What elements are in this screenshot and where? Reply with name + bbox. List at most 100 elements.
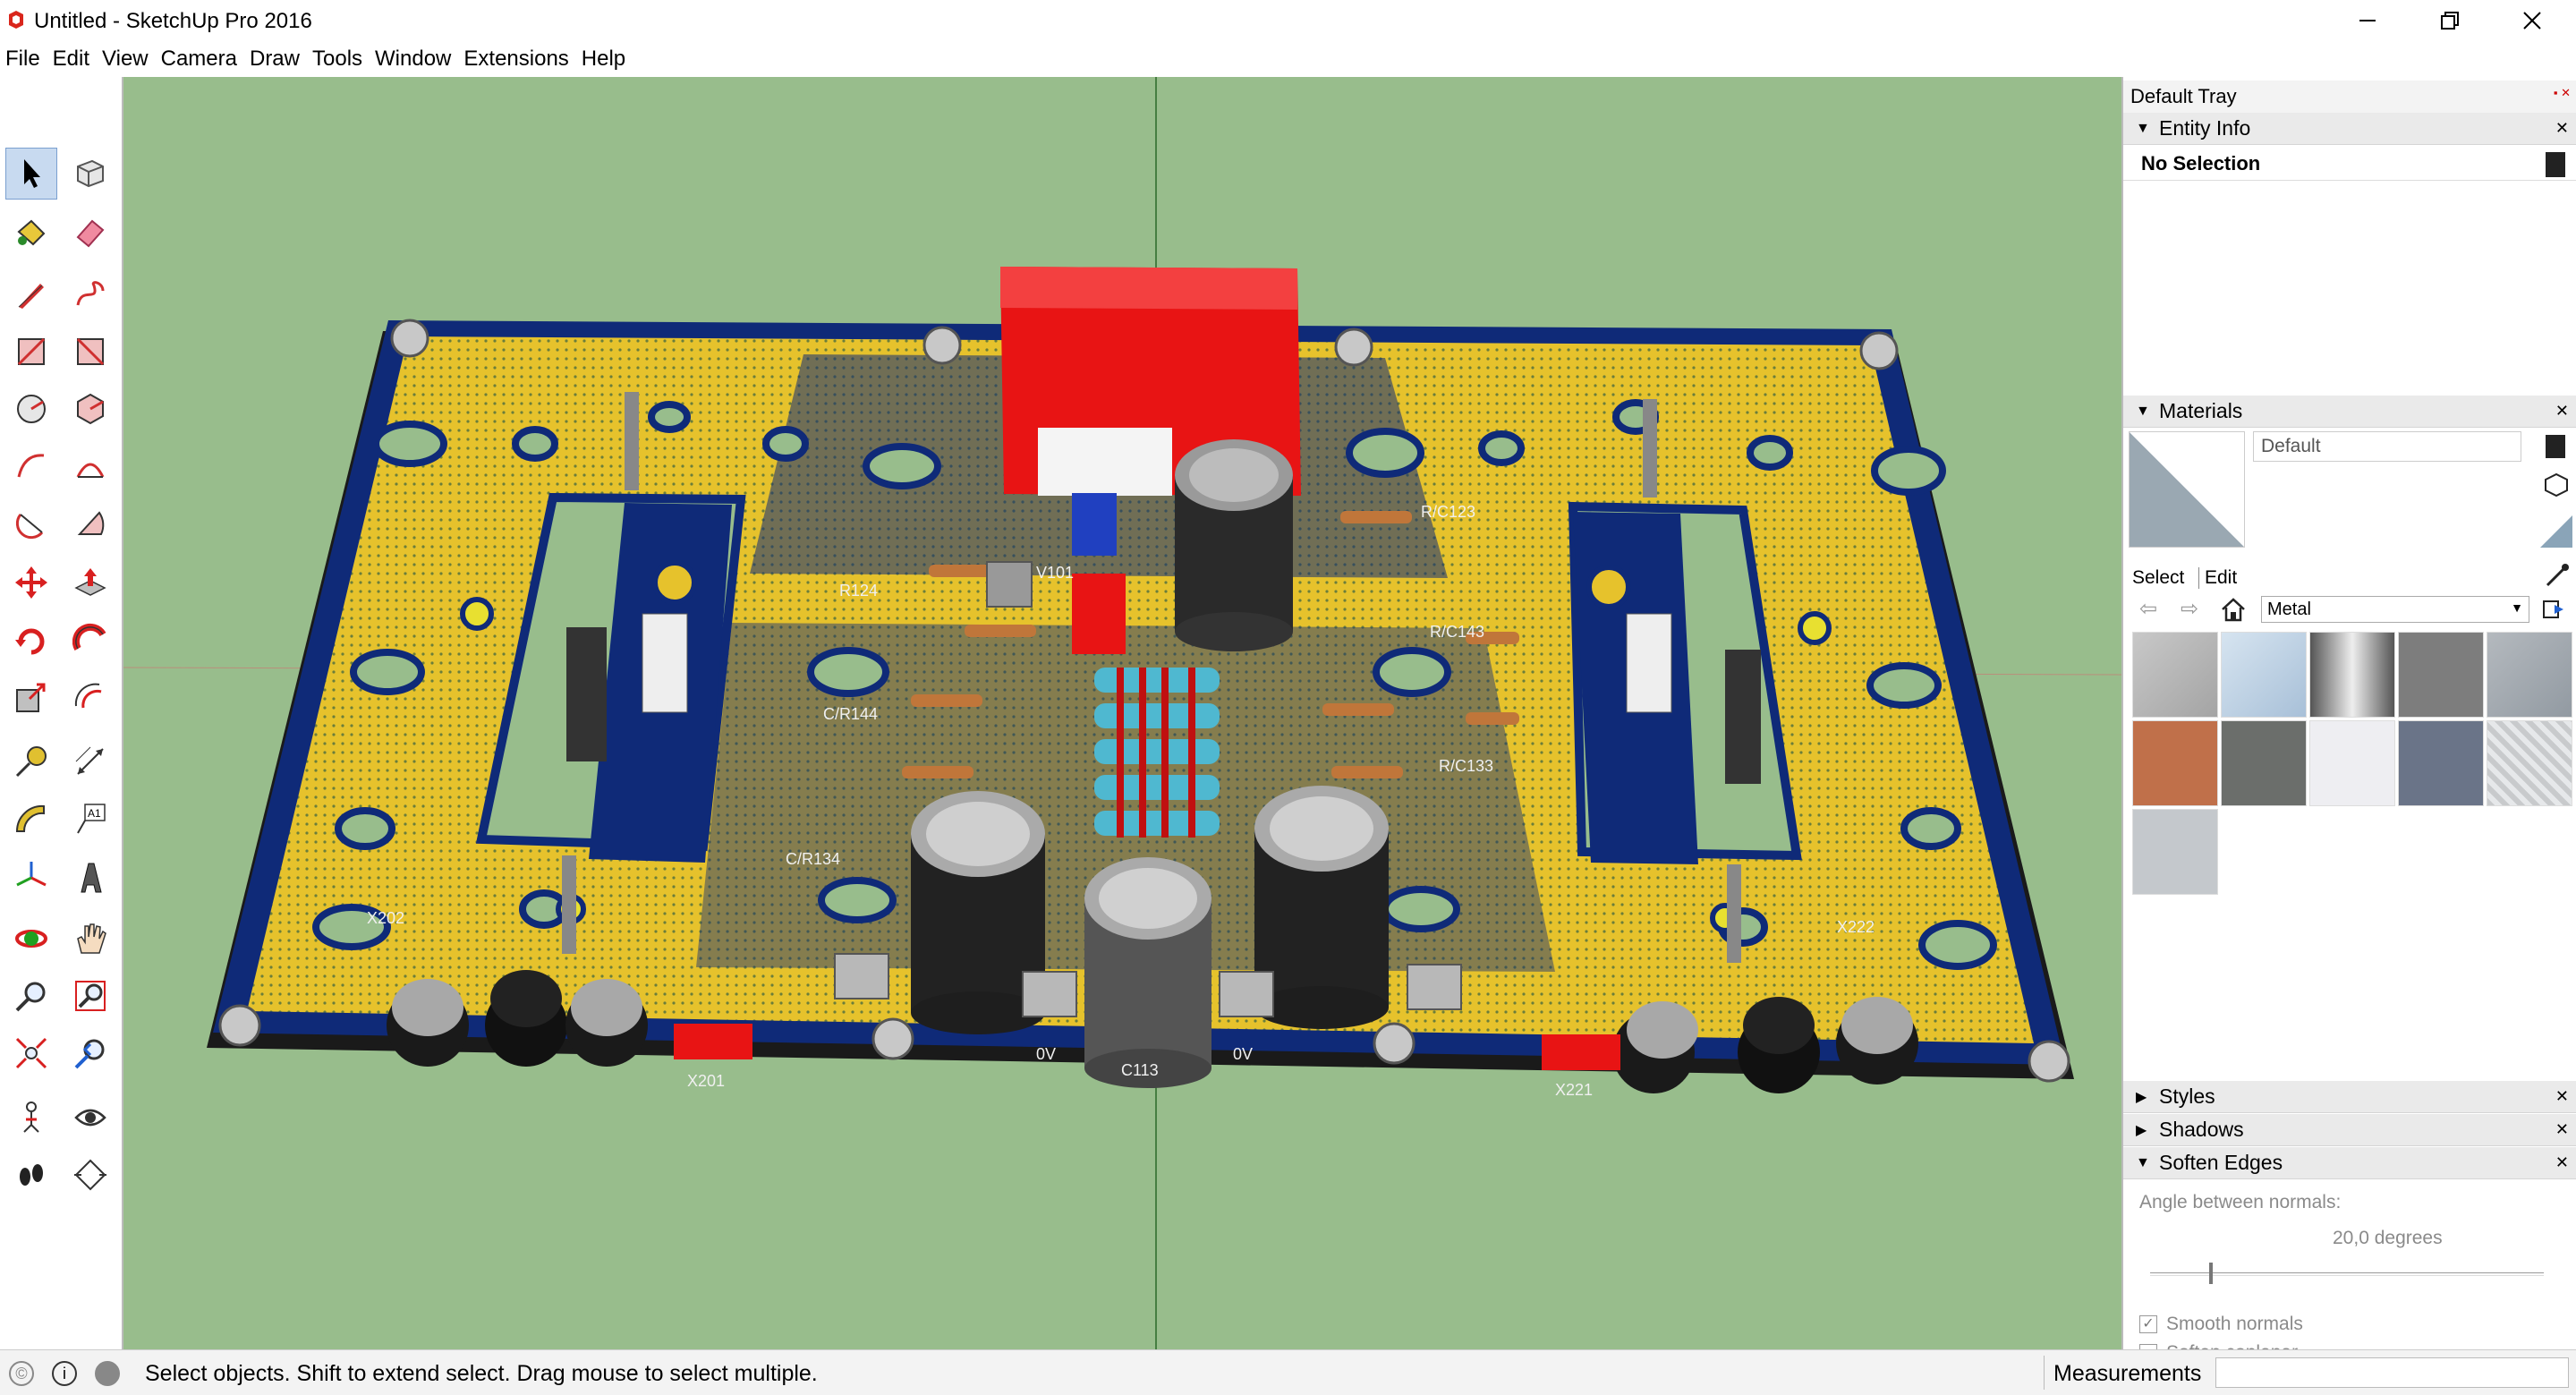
paint-bucket-icon[interactable]: [5, 206, 57, 258]
label-r144: C/R144: [823, 705, 878, 723]
menu-extensions[interactable]: Extensions: [463, 47, 569, 71]
details-arrow-icon[interactable]: [2540, 596, 2567, 623]
rotate-icon[interactable]: [5, 614, 57, 666]
tray-pin-close-icon[interactable]: ▪ ✕: [2553, 86, 2571, 99]
3d-text-icon[interactable]: [64, 852, 116, 904]
look-around-icon[interactable]: [64, 1092, 116, 1144]
transistor-right: [1725, 650, 1761, 784]
orbit-icon[interactable]: [5, 913, 57, 965]
panel-styles[interactable]: ▶ Styles ✕: [2123, 1081, 2576, 1113]
pan-icon[interactable]: [64, 913, 116, 965]
measurements-input[interactable]: [2215, 1357, 2569, 1388]
zoom-extents-icon[interactable]: [5, 1027, 57, 1079]
create-material-icon[interactable]: [2546, 435, 2565, 458]
make-component-icon[interactable]: [64, 148, 116, 200]
offset-icon[interactable]: [64, 671, 116, 723]
eyedropper-icon[interactable]: [2544, 562, 2571, 589]
rectangle-icon[interactable]: [5, 326, 57, 378]
drawing-area[interactable]: X202 X201 X221 X222 C113 0V 0V R124 C/R1…: [123, 77, 2121, 1349]
select-icon[interactable]: [5, 148, 57, 200]
zoom-icon[interactable]: [5, 970, 57, 1022]
material-library-select[interactable]: Metal ▼: [2261, 596, 2529, 623]
close-icon[interactable]: ✕: [2555, 1087, 2569, 1105]
tab-edit[interactable]: Edit: [2198, 567, 2237, 589]
material-name-field[interactable]: Default: [2253, 431, 2521, 462]
section-plane-icon[interactable]: [64, 1149, 116, 1201]
polygon-icon[interactable]: [64, 383, 116, 435]
rotated-rectangle-icon[interactable]: [64, 326, 116, 378]
menu-window[interactable]: Window: [375, 47, 452, 71]
entity-selection-status: No Selection: [2123, 145, 2576, 181]
circle-icon[interactable]: [5, 383, 57, 435]
pencil-line-icon[interactable]: [5, 268, 57, 320]
axes-icon[interactable]: [5, 852, 57, 904]
freehand-icon[interactable]: [64, 268, 116, 320]
material-swatch[interactable]: [2398, 632, 2484, 718]
close-icon[interactable]: ✕: [2555, 1153, 2569, 1171]
minimize-icon[interactable]: [2326, 0, 2409, 41]
angle-slider-thumb[interactable]: [2209, 1263, 2213, 1284]
move-icon[interactable]: [5, 557, 57, 608]
geo-location-icon[interactable]: ©: [9, 1361, 34, 1386]
label-r143: R/C143: [1430, 623, 1484, 641]
material-swatch[interactable]: [2132, 632, 2218, 718]
pie-icon[interactable]: [64, 498, 116, 549]
angle-value: 20,0 degrees: [2333, 1228, 2443, 1248]
collapse-triangle-icon: ▼: [2136, 1154, 2150, 1170]
measurements-label: Measurements: [2053, 1361, 2202, 1386]
menu-camera[interactable]: Camera: [160, 47, 237, 71]
walk-icon[interactable]: [5, 1149, 57, 1201]
three-point-arc-icon[interactable]: [5, 498, 57, 549]
material-swatch[interactable]: [2309, 632, 2395, 718]
menu-edit[interactable]: Edit: [52, 47, 90, 71]
menu-file[interactable]: File: [5, 47, 40, 71]
eraser-icon[interactable]: [64, 206, 116, 258]
scale-icon[interactable]: [5, 671, 57, 723]
material-swatch[interactable]: [2487, 632, 2572, 718]
tab-select[interactable]: Select: [2132, 567, 2185, 588]
arc-icon[interactable]: [5, 440, 57, 492]
entity-toggle-icon[interactable]: [2546, 152, 2565, 177]
default-material-icon[interactable]: [2542, 471, 2569, 498]
text-icon[interactable]: A1: [64, 793, 116, 845]
menu-draw[interactable]: Draw: [249, 47, 300, 71]
previous-view-icon[interactable]: [64, 1027, 116, 1079]
close-icon[interactable]: ✕: [2555, 119, 2569, 137]
close-icon[interactable]: ✕: [2555, 402, 2569, 420]
position-camera-icon[interactable]: [5, 1092, 57, 1144]
header-left: [642, 613, 688, 713]
menu-tools[interactable]: Tools: [312, 47, 363, 71]
menu-view[interactable]: View: [102, 47, 149, 71]
push-pull-icon[interactable]: [64, 557, 116, 608]
material-swatch[interactable]: [2221, 720, 2307, 806]
restore-icon[interactable]: [2409, 0, 2491, 41]
panel-entity-info[interactable]: ▼ Entity Info ✕: [2123, 113, 2576, 145]
close-icon[interactable]: ✕: [2555, 1120, 2569, 1138]
menu-help[interactable]: Help: [581, 47, 626, 71]
follow-me-icon[interactable]: [64, 614, 116, 666]
forward-arrow-icon[interactable]: ⇨: [2181, 597, 2199, 621]
material-swatch[interactable]: [2487, 720, 2572, 806]
protractor-icon[interactable]: [5, 793, 57, 845]
material-swatch[interactable]: [2132, 809, 2218, 895]
material-swatch[interactable]: [2132, 720, 2218, 806]
user-icon[interactable]: [95, 1361, 120, 1386]
two-point-arc-icon[interactable]: [64, 440, 116, 492]
default-tray: Default Tray ▪ ✕ ▼ Entity Info ✕ No Sele…: [2121, 77, 2576, 1363]
tape-measure-icon[interactable]: [5, 736, 57, 787]
back-arrow-icon[interactable]: ⇦: [2139, 597, 2158, 621]
close-icon[interactable]: [2491, 0, 2573, 41]
panel-shadows[interactable]: ▶ Shadows ✕: [2123, 1114, 2576, 1146]
home-icon[interactable]: [2220, 596, 2247, 623]
material-swatch[interactable]: [2309, 720, 2395, 806]
panel-materials[interactable]: ▼ Materials ✕: [2123, 396, 2576, 428]
panel-soften-edges[interactable]: ▼ Soften Edges ✕: [2123, 1147, 2576, 1179]
angle-slider-track[interactable]: [2150, 1263, 2544, 1284]
smooth-normals-checkbox[interactable]: ✓: [2139, 1315, 2157, 1333]
dimension-icon[interactable]: [64, 736, 116, 787]
material-swatch[interactable]: [2398, 720, 2484, 806]
material-swatch[interactable]: [2221, 632, 2307, 718]
zoom-window-icon[interactable]: [64, 970, 116, 1022]
angle-label: Angle between normals:: [2139, 1192, 2342, 1212]
credits-icon[interactable]: i: [52, 1361, 77, 1386]
